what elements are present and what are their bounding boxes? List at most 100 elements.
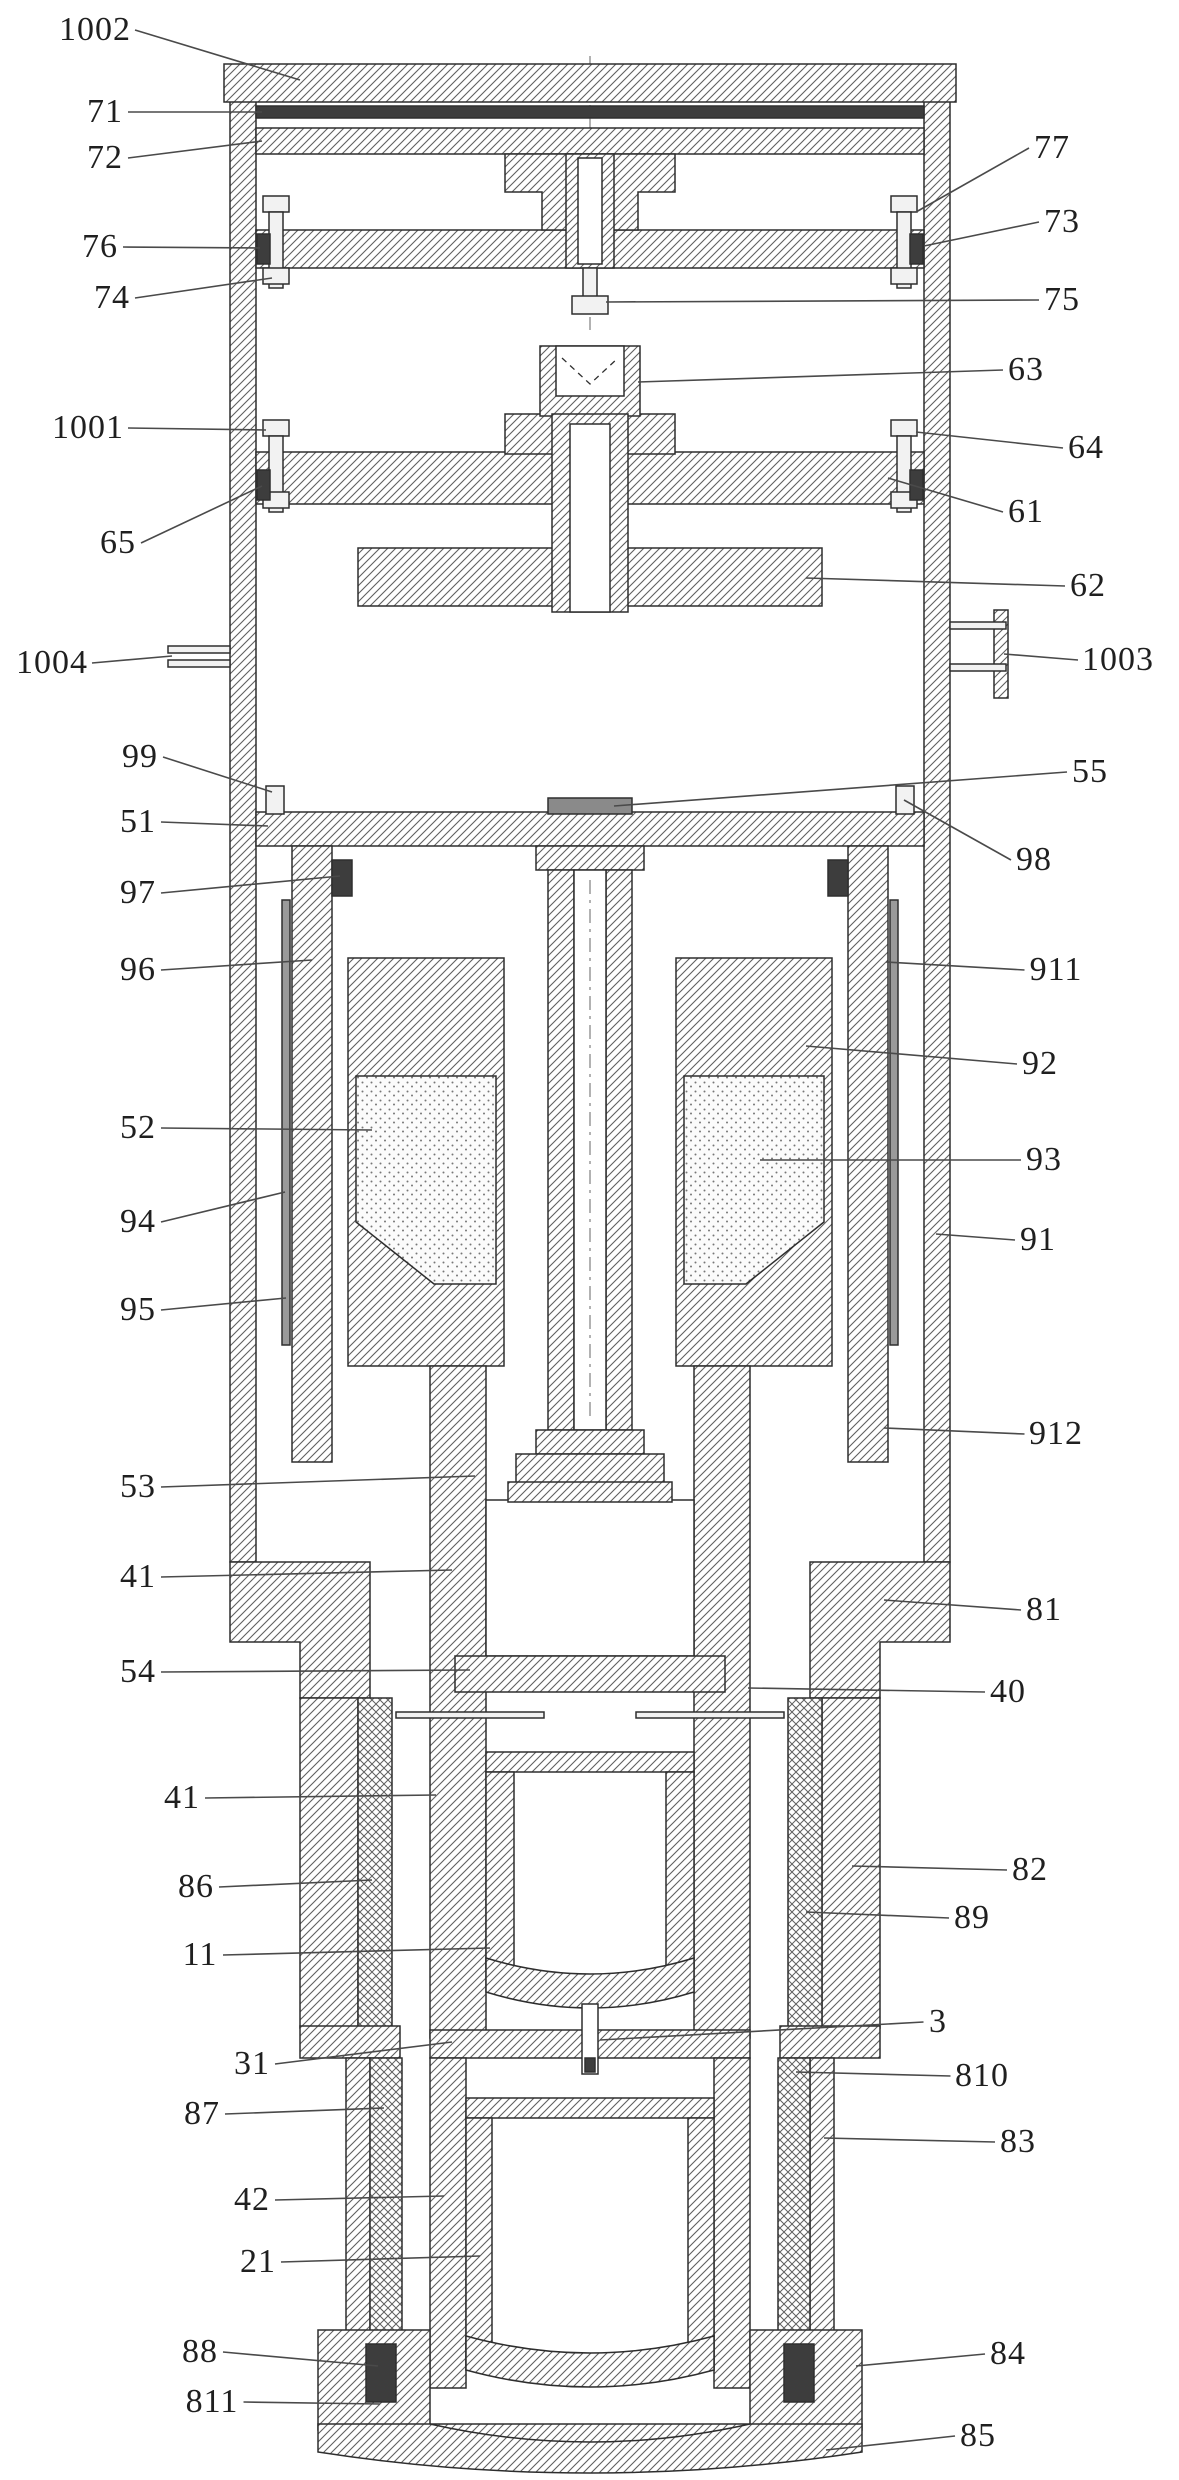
wall-bottom-left bbox=[345, 2057, 371, 2345]
seal-76-right bbox=[909, 233, 924, 265]
leader-line-42 bbox=[274, 2195, 445, 2201]
leader-line-87 bbox=[224, 2107, 385, 2115]
leader-line-97 bbox=[160, 875, 341, 894]
leader-line-92 bbox=[805, 1045, 1018, 1065]
tube-42-left bbox=[429, 2057, 467, 2389]
cup-11-wall-right bbox=[665, 1771, 695, 1969]
port-1004-lower bbox=[167, 659, 231, 668]
coupler-top bbox=[535, 1429, 645, 1455]
leader-line-84 bbox=[855, 2353, 986, 2367]
leader-line-54 bbox=[160, 1669, 471, 1673]
jacket-left bbox=[299, 1697, 359, 2029]
cup-21-wall-right bbox=[687, 2117, 715, 2371]
leader-line-21 bbox=[280, 2255, 481, 2263]
pin-3 bbox=[581, 2003, 599, 2075]
port-1003-lower bbox=[949, 663, 1007, 672]
leader-line-81 bbox=[883, 1599, 1022, 1611]
bolt-99 bbox=[265, 785, 285, 815]
step-right bbox=[779, 2025, 881, 2059]
flow-gap-right bbox=[635, 1711, 785, 1719]
shaft-left bbox=[547, 869, 575, 1431]
cup-21-wall-left bbox=[465, 2117, 493, 2371]
leader-line-1003 bbox=[1003, 653, 1079, 661]
port-1003-upper bbox=[949, 621, 1007, 630]
leader-line-73 bbox=[923, 221, 1040, 247]
leader-line-99 bbox=[162, 756, 273, 793]
liner-94-95-left bbox=[281, 899, 291, 1346]
seal-76-left bbox=[256, 233, 271, 265]
leader-line-74 bbox=[134, 277, 273, 299]
port-1004-upper bbox=[167, 645, 231, 654]
leader-line-61 bbox=[887, 477, 1004, 513]
pin-3-tip bbox=[584, 2057, 596, 2073]
leader-line-11 bbox=[222, 1947, 491, 1956]
chamber-upper bbox=[485, 1499, 695, 1657]
seal-97-left bbox=[331, 859, 353, 897]
valve-63-cavity bbox=[555, 345, 625, 397]
stem-channel-upper bbox=[577, 157, 603, 265]
cup-21-rim bbox=[465, 2097, 715, 2119]
step-left bbox=[299, 2025, 401, 2059]
seal-97-right bbox=[827, 859, 849, 897]
leader-line-63 bbox=[637, 369, 1004, 383]
plate-54 bbox=[454, 1655, 726, 1693]
valve-63-detent bbox=[561, 357, 619, 385]
leader-line-65 bbox=[140, 485, 263, 544]
leader-line-91 bbox=[935, 1233, 1016, 1241]
leader-line-53 bbox=[160, 1475, 476, 1488]
leader-line-1001 bbox=[127, 427, 267, 431]
top-plate-51 bbox=[255, 811, 925, 847]
leader-line-3 bbox=[599, 2021, 924, 2041]
core-93 bbox=[683, 1075, 825, 1285]
seal-65-left bbox=[256, 469, 271, 501]
shaft-collar bbox=[535, 845, 645, 871]
leader-line-51 bbox=[160, 821, 269, 827]
leader-line-89 bbox=[805, 1911, 950, 1919]
bowl-line bbox=[429, 2423, 751, 2443]
leader-line-96 bbox=[160, 959, 313, 971]
seal-810 bbox=[777, 2057, 811, 2345]
inner-wall-911-912 bbox=[847, 845, 889, 1463]
seal-87 bbox=[369, 2057, 403, 2345]
leader-line-31 bbox=[274, 2041, 453, 2065]
cup-21-bottom bbox=[465, 2335, 715, 2388]
leader-line-1004 bbox=[91, 655, 173, 664]
tube-42-right bbox=[713, 2057, 751, 2389]
leader-line-811 bbox=[243, 2401, 381, 2405]
leader-line-76 bbox=[122, 246, 261, 249]
piston-top bbox=[507, 1481, 673, 1503]
cup-11-bottom bbox=[485, 1956, 695, 2009]
leader-line-72 bbox=[127, 140, 263, 159]
cup-11-rim bbox=[485, 1751, 695, 1773]
top-cap-1002 bbox=[223, 63, 957, 103]
bolt-75-head bbox=[571, 295, 609, 315]
leader-line-77 bbox=[915, 147, 1030, 213]
leader-line-62 bbox=[805, 577, 1066, 587]
plate-72 bbox=[255, 127, 925, 155]
seal-88 bbox=[365, 2343, 397, 2403]
leader-line-40 bbox=[747, 1687, 986, 1693]
leader-line-64 bbox=[915, 431, 1064, 449]
leader-line-911 bbox=[885, 961, 1025, 971]
leader-line-98 bbox=[903, 799, 1012, 861]
seal-89 bbox=[787, 1697, 823, 2029]
cap-55 bbox=[547, 797, 633, 815]
leader-line-83 bbox=[823, 2137, 996, 2143]
leader-line-41 bbox=[160, 1569, 453, 1578]
leader-line-94 bbox=[160, 1191, 286, 1223]
flow-gap-left bbox=[395, 1711, 545, 1719]
seal-811 bbox=[783, 2343, 815, 2403]
plate-85 bbox=[317, 2423, 863, 2474]
leader-line-85 bbox=[825, 2435, 956, 2451]
leader-line-75 bbox=[605, 299, 1040, 303]
liner-94-95-right bbox=[889, 899, 899, 1346]
core-52 bbox=[355, 1075, 497, 1285]
leader-line-41 bbox=[204, 1794, 437, 1799]
inner-wall-96 bbox=[291, 845, 333, 1463]
stem-channel-lower bbox=[569, 423, 611, 613]
leader-line-912 bbox=[883, 1427, 1025, 1435]
leader-line-810 bbox=[795, 2071, 951, 2077]
